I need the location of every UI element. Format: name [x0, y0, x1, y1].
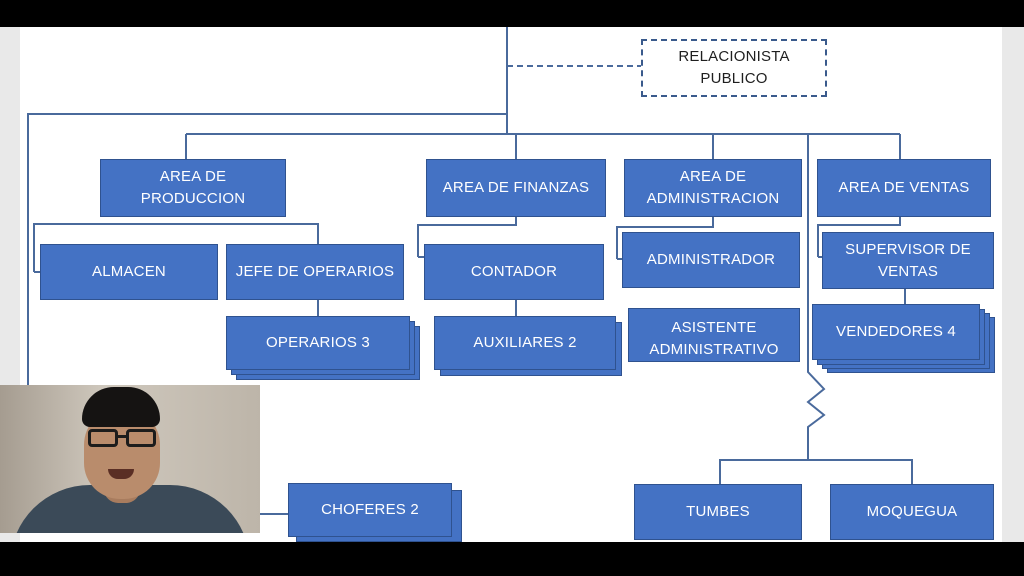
area-ventas-box: AREA DE VENTAS — [817, 159, 991, 217]
operarios-box: OPERARIOS 3 — [226, 316, 410, 370]
contador-label: CONTADOR — [470, 263, 558, 280]
area-ventas-label: AREA DE VENTAS — [838, 179, 970, 196]
choferes-label: CHOFERES 2 — [321, 501, 419, 518]
glasses-bridge — [117, 435, 127, 438]
area-administracion-label: AREA DE ADMINISTRACION — [646, 168, 780, 207]
area-produccion-label: AREA DE PRODUCCION — [140, 168, 246, 207]
administrador-label: ADMINISTRADOR — [646, 251, 776, 268]
jefe-operarios-box: JEFE DE OPERARIOS — [226, 244, 404, 300]
presenter-webcam — [0, 385, 260, 533]
presenter-mouth — [108, 469, 134, 479]
area-administracion-box: AREA DE ADMINISTRACION — [624, 159, 802, 217]
area-finanzas-label: AREA DE FINANZAS — [442, 179, 590, 196]
document-page: RELACIONISTA PUBLICO AREA DE PRODUCCION … — [0, 27, 1024, 542]
supervisor-ventas-box: SUPERVISOR DE VENTAS — [822, 232, 994, 289]
relacionista-publico-label: RELACIONISTA PUBLICO — [678, 48, 790, 87]
choferes-box: CHOFERES 2 — [288, 483, 452, 537]
administrador-box: ADMINISTRADOR — [622, 232, 800, 288]
contador-box: CONTADOR — [424, 244, 604, 300]
glasses-left-lens — [88, 429, 118, 447]
area-produccion-box: AREA DE PRODUCCION — [100, 159, 286, 217]
operarios-label: OPERARIOS 3 — [266, 334, 370, 351]
auxiliares-label: AUXILIARES 2 — [473, 334, 577, 351]
vendedores-label: VENDEDORES 4 — [836, 323, 956, 340]
almacen-box: ALMACEN — [40, 244, 218, 300]
area-finanzas-box: AREA DE FINANZAS — [426, 159, 606, 217]
asistente-administrativo-box: ASISTENTE ADMINISTRATIVO — [628, 308, 800, 362]
presenter-hair — [82, 387, 160, 427]
moquegua-label: MOQUEGUA — [866, 503, 958, 520]
tumbes-label: TUMBES — [686, 503, 750, 520]
tumbes-box: TUMBES — [634, 484, 802, 540]
page-margin-right — [1002, 27, 1024, 542]
glasses-right-lens — [126, 429, 156, 447]
jefe-operarios-label: JEFE DE OPERARIOS — [235, 263, 395, 280]
almacen-label: ALMACEN — [92, 263, 166, 280]
relacionista-publico-box: RELACIONISTA PUBLICO — [641, 39, 827, 97]
vendedores-box: VENDEDORES 4 — [812, 304, 980, 360]
moquegua-box: MOQUEGUA — [830, 484, 994, 540]
auxiliares-box: AUXILIARES 2 — [434, 316, 616, 370]
asistente-administrativo-label: ASISTENTE ADMINISTRATIVO — [649, 319, 779, 358]
supervisor-ventas-label: SUPERVISOR DE VENTAS — [845, 240, 971, 280]
